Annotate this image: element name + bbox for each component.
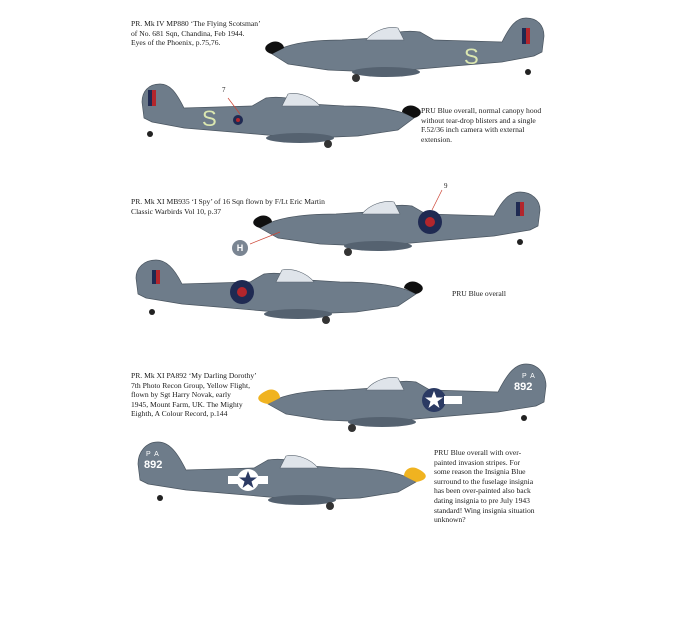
- fuselage: [135, 259, 417, 315]
- spinner: [404, 281, 423, 294]
- note-mb935: PRU Blue overall: [452, 289, 506, 298]
- fuselage: [137, 441, 417, 501]
- fuselage-code-s: S: [202, 106, 217, 131]
- spitfire-mp880-port-profile: S: [141, 83, 421, 148]
- tail-number: 892: [514, 381, 532, 393]
- spinner: [402, 105, 421, 118]
- spinner: [265, 41, 284, 54]
- fuselage: [141, 83, 415, 139]
- caption-mb935: PR. Mk XI MB935 ‘I Spy’ of 16 Sqn flown …: [131, 197, 325, 216]
- wing-radiator: [264, 309, 332, 319]
- tailwheel: [149, 309, 155, 315]
- fuselage: [267, 363, 547, 423]
- fuselage: [271, 17, 545, 73]
- caption-mp880: PR. Mk IV MP880 ‘The Flying Scotsman’ of…: [131, 19, 261, 48]
- tag-line: [250, 231, 281, 245]
- tail-code-letters: PA: [522, 373, 539, 380]
- canopy: [281, 93, 321, 107]
- fuselage-code-s: S: [464, 44, 479, 69]
- tail-code-letters: PA: [146, 451, 163, 458]
- tailwheel: [525, 69, 531, 75]
- spitfire-mb935-starboard-profile: [250, 189, 541, 256]
- spinner: [258, 389, 280, 404]
- canopy: [365, 377, 405, 391]
- wing-radiator: [268, 495, 336, 505]
- spitfire-mp880-starboard-profile: S: [265, 17, 545, 82]
- mainwheel: [326, 502, 334, 510]
- spinner: [253, 215, 272, 228]
- spinner: [404, 467, 426, 482]
- callout-number-7: 7: [222, 86, 226, 94]
- mainwheel: [348, 424, 356, 432]
- spitfire-mb935-port-profile: [135, 259, 423, 324]
- canopy: [361, 201, 401, 215]
- canopy: [365, 27, 405, 41]
- tail-number: 892: [144, 459, 162, 471]
- caption-pa892: PR. Mk XI PA892 ‘My Darling Dorothy’ 7th…: [131, 371, 257, 419]
- wing-radiator: [344, 241, 412, 251]
- tailwheel: [521, 415, 527, 421]
- tailwheel: [517, 239, 523, 245]
- spitfire-pa892-port-profile: PA 892: [137, 441, 426, 510]
- mainwheel: [344, 248, 352, 256]
- callout-line: [227, 97, 241, 115]
- fuselage: [259, 191, 541, 247]
- mainwheel: [324, 140, 332, 148]
- tailwheel: [147, 131, 153, 137]
- callout-line: [431, 189, 443, 211]
- tailwheel: [157, 495, 163, 501]
- note-mp880: PRU Blue overall, normal canopy hood wit…: [421, 106, 542, 144]
- wing-radiator: [266, 133, 334, 143]
- tag-h: H: [232, 240, 248, 256]
- spitfire-pa892-starboard-profile: PA 892: [258, 363, 547, 432]
- callout-number-9: 9: [444, 182, 448, 190]
- wing-radiator: [348, 417, 416, 427]
- note-pa892: PRU Blue overall with over- painted inva…: [434, 448, 535, 525]
- mainwheel: [322, 316, 330, 324]
- mainwheel: [352, 74, 360, 82]
- wing-radiator: [352, 67, 420, 77]
- canopy: [275, 269, 315, 283]
- canopy: [279, 455, 319, 469]
